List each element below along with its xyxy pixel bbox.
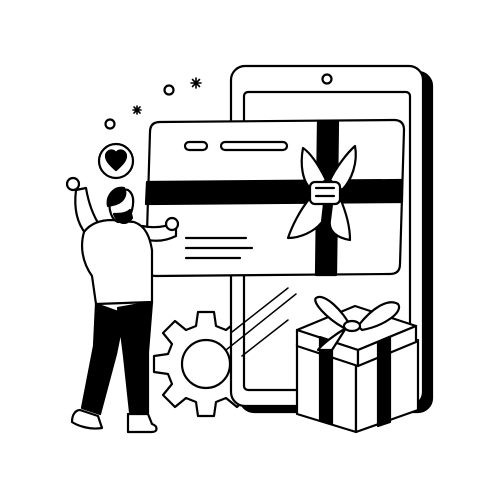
gift-card-icon [144,118,406,278]
gift-box-icon [295,295,420,434]
bow-icon [286,144,357,242]
person-icon [65,176,180,434]
sparkle-icon [104,77,202,130]
heart-bubble-icon [97,142,135,180]
